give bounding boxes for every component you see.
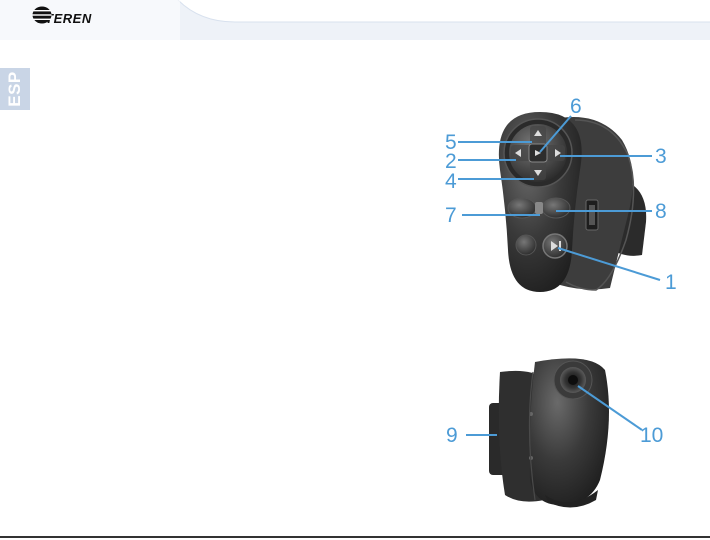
callout-10: 10 <box>640 425 663 446</box>
callout-9: 9 <box>446 425 458 446</box>
callout-7: 7 <box>445 205 457 226</box>
remote-front-view <box>499 112 646 292</box>
callout-6: 6 <box>570 96 582 117</box>
footer-rule <box>0 536 710 538</box>
callout-3: 3 <box>655 146 667 167</box>
callout-1: 1 <box>665 272 677 293</box>
callout-8: 8 <box>655 201 667 222</box>
callout-2: 2 <box>445 151 457 172</box>
callout-4: 4 <box>445 171 457 192</box>
remote-rear-view <box>489 358 609 507</box>
